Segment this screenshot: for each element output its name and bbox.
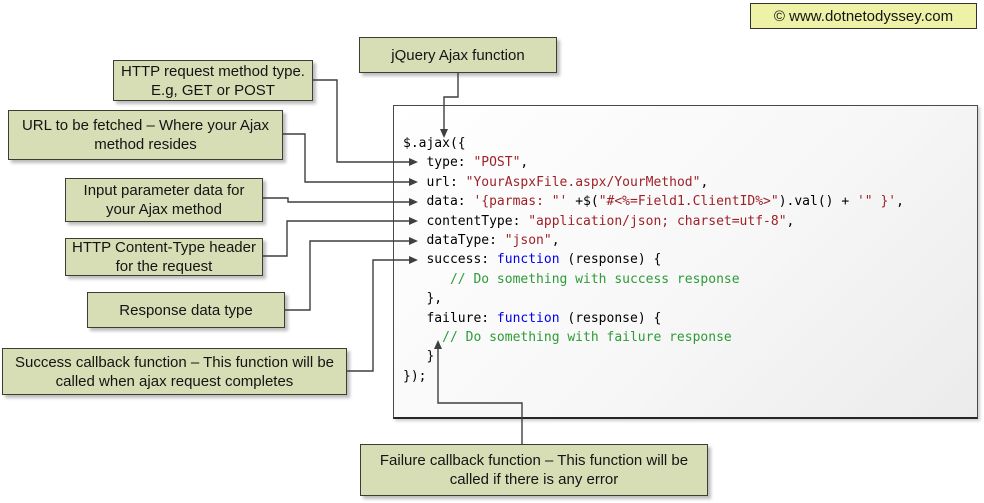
code-line: failure: function (response) { (403, 309, 904, 328)
callout-label: Failure callback function – This functio… (379, 452, 689, 488)
code-token-str: '{parmas: "' (473, 194, 568, 210)
callout-label: jQuery Ajax function (391, 46, 525, 64)
watermark-text: © www.dotnetodyssey.com (773, 7, 954, 25)
callout-response-type: Response data type (87, 292, 285, 328)
callout-http-method: HTTP request method type. E.g, GET or PO… (113, 60, 313, 101)
code-token-plain: (response) { (559, 310, 662, 326)
code-line: }, (403, 289, 904, 308)
code-token-plain: +$( (567, 194, 599, 210)
code-block: $.ajax({ type: "POST", url: "YourAspxFil… (403, 134, 904, 386)
code-line: dataType: "json", (403, 231, 904, 250)
code-token-plain: , (520, 155, 529, 171)
code-line: data: '{parmas: "' +$("#<%=Field1.Client… (403, 192, 904, 211)
callout-label: URL to be fetched – Where your Ajax meth… (21, 117, 270, 153)
code-line: }); (403, 367, 904, 386)
watermark-badge: © www.dotnetodyssey.com (750, 3, 977, 29)
code-token-com: // Do something with success response (403, 271, 740, 287)
code-token-plain: failure: (403, 310, 497, 326)
code-token-str: "application/json; charset=utf-8" (528, 213, 787, 229)
callout-failure: Failure callback function – This functio… (360, 444, 708, 496)
code-line: } (403, 347, 904, 366)
code-token-plain: $.ajax({ (403, 136, 466, 151)
code-token-str: "#<%=Field1.ClientID%>" (598, 194, 779, 210)
code-token-plain: } (403, 349, 435, 365)
code-token-plain: dataType: (403, 232, 505, 248)
code-token-plain: (response) { (559, 252, 662, 268)
code-line: success: function (response) { (403, 250, 904, 269)
code-token-plain: , (700, 174, 709, 190)
callout-label: HTTP Content-Type header for the request (72, 239, 256, 275)
callout-success: Success callback function – This functio… (2, 348, 347, 395)
callout-content-type: HTTP Content-Type header for the request (65, 238, 263, 276)
code-token-plain: , (551, 232, 560, 248)
connector-url (283, 133, 410, 183)
code-token-kw: function (496, 310, 560, 326)
code-line: type: "POST", (403, 153, 904, 172)
code-token-str: "POST" (473, 155, 521, 171)
connector-input-data (263, 197, 410, 203)
code-token-com: // Do something with failure response (403, 329, 732, 345)
code-line: $.ajax({ (403, 134, 904, 153)
code-token-plain: }, (403, 291, 443, 307)
code-token-plain: , (896, 194, 904, 210)
code-line: // Do something with failure response (403, 328, 904, 347)
code-token-plain: success: (403, 252, 497, 268)
code-token-plain: ).val() + (778, 194, 857, 210)
code-token-plain: }); (403, 368, 427, 384)
code-line: url: "YourAspxFile.aspx/YourMethod", (403, 173, 904, 192)
code-line: contentType: "application/json; charset=… (403, 212, 904, 231)
connector-content-type (263, 220, 410, 257)
callout-label: Response data type (119, 301, 253, 319)
code-token-str: "YourAspxFile.aspx/YourMethod" (465, 174, 701, 190)
code-token-plain: data: (403, 194, 474, 210)
callout-label: Input parameter data for your Ajax metho… (83, 182, 245, 218)
callout-input-data: Input parameter data for your Ajax metho… (65, 178, 263, 222)
code-token-plain: , (786, 213, 795, 229)
callout-url: URL to be fetched – Where your Ajax meth… (8, 110, 283, 160)
callout-jquery-ajax-function: jQuery Ajax function (359, 37, 557, 73)
code-token-plain: type: (403, 155, 474, 171)
code-token-kw: function (496, 252, 560, 268)
callout-label: Success callback function – This functio… (14, 353, 335, 390)
code-token-plain: contentType: (403, 213, 529, 229)
connector-response-type (285, 240, 410, 311)
callout-label: HTTP request method type. E.g, GET or PO… (121, 62, 305, 99)
code-token-str: '" }' (856, 194, 897, 210)
code-token-str: "json" (504, 232, 552, 248)
code-token-plain: url: (403, 174, 466, 190)
code-line: // Do something with success response (403, 270, 904, 289)
